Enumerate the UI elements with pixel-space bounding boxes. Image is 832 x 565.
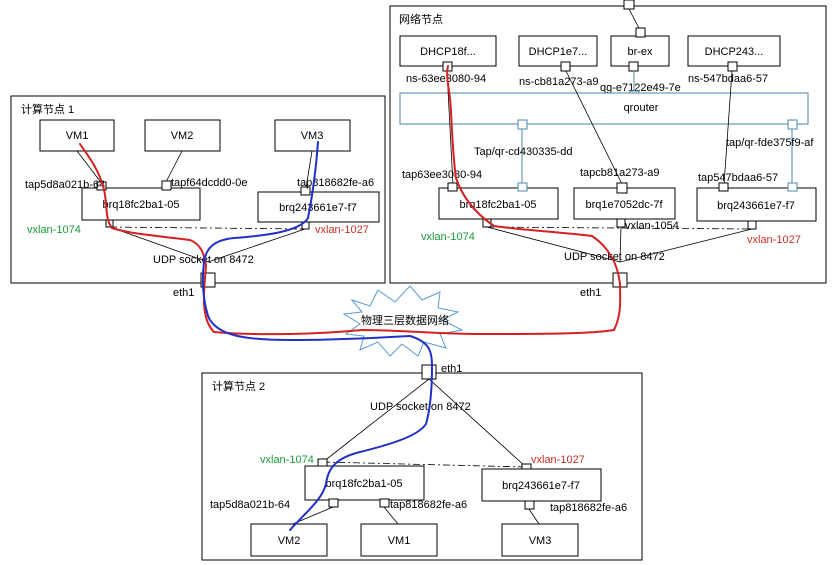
nn-udp-label: UDP socket on 8472 — [564, 251, 665, 263]
nn-tap547-port — [718, 182, 729, 192]
qrouter-box — [399, 92, 809, 125]
br-ex-box — [610, 35, 670, 67]
nn-vxlan1027-port — [747, 220, 757, 230]
c2-bridge-1074-label: brq18fc2ba1-05 — [325, 478, 402, 490]
c2-udp-label: UDP socket on 8472 — [370, 401, 471, 413]
c1-vm1-box — [39, 119, 115, 152]
c1-vm3-label: VM3 — [301, 130, 324, 142]
c1-vm2-box — [144, 119, 221, 152]
dhcp-3-label: DHCP243... — [705, 46, 764, 58]
dhcp-2-label: DHCP1e7... — [529, 46, 588, 58]
ns-3-label: ns-547bdaa6-57 — [688, 73, 768, 85]
c2-vm3-box — [501, 523, 579, 557]
qg-port — [628, 61, 639, 72]
c2-tap-vm1-port — [379, 498, 390, 508]
qg-label: qg-e7122e49-7e — [600, 82, 681, 94]
ns-3-port — [727, 61, 738, 72]
nn-vxlan1027-label: vxlan-1027 — [747, 234, 801, 246]
nn-tapqr2-port — [787, 182, 798, 192]
qr-2-label: tap/qr-fde375f9-af — [726, 137, 814, 149]
c1-eth1-label: eth1 — [173, 287, 194, 299]
c1-tap-vm1-label: tap5d8a021b-64 — [25, 179, 105, 191]
dhcp-1-box — [399, 35, 497, 67]
nn-tap63-port — [447, 182, 458, 192]
c1-vxlan1074-label: vxlan-1074 — [27, 224, 81, 236]
c1-tap-vm2-label: tapf64dcdd0-0e — [171, 177, 247, 189]
ns-2-port — [560, 61, 571, 72]
br-ex-uplink-port — [623, 0, 635, 10]
c2-tap-vm2-label: tap5d8a021b-64 — [210, 499, 290, 511]
nn-vxlan1054-label: vxlan-1054 — [625, 220, 679, 232]
c1-bridge-1074 — [81, 187, 201, 221]
blue-traffic-path — [201, 141, 433, 531]
nn-bridge-1074 — [438, 187, 559, 220]
c2-eth1-port — [421, 364, 437, 380]
c1-bridge-1027-label: brq243661e7-f7 — [279, 202, 357, 214]
nn-bridge-1027 — [696, 187, 817, 222]
br-ex-top-port — [635, 27, 646, 38]
qr-1-label: Tap/qr-cd430335-dd — [474, 146, 572, 158]
c2-tap-vm1-label: tap818682fe-a6 — [390, 499, 467, 511]
c2-eth1-label: eth1 — [441, 363, 462, 375]
c1-tap-vm2-port — [161, 180, 172, 191]
nn-eth1-label: eth1 — [580, 287, 601, 299]
dhcp-1-label: DHCP18f... — [420, 46, 476, 58]
c2-vxlan1027-label: vxlan-1027 — [531, 454, 585, 466]
c2-tap-vm3-label: tap818682fe-a6 — [550, 502, 627, 514]
nn-tap547-label: tap547bdaa6-57 — [698, 172, 778, 184]
qr-1-port — [517, 119, 528, 130]
c2-bridge-1074 — [304, 465, 425, 501]
c2-vm3-label: VM3 — [529, 535, 552, 547]
nn-bridge-1027-label: brq243661e7-f7 — [717, 200, 795, 212]
c2-vm2-label: VM2 — [278, 535, 301, 547]
c1-vm2-label: VM2 — [171, 130, 194, 142]
c1-tap-vm3-port — [300, 186, 311, 196]
ns-2-label: ns-cb81a273-a9 — [519, 76, 599, 88]
qrouter-label: qrouter — [624, 102, 659, 114]
physical-network-label: 物理三层数据网络 — [361, 313, 449, 327]
nn-vxlan1074-label: vxlan-1074 — [421, 231, 475, 243]
nn-tapcb-label: tapcb81a273-a9 — [580, 167, 660, 179]
c2-vxlan1074-label: vxlan-1074 — [260, 454, 314, 466]
c1-vm3-box — [274, 119, 351, 152]
nn-vxlan1054-port — [616, 218, 626, 228]
network-node-title: 网络节点 — [399, 12, 443, 26]
nn-bridge-1054-label: brq1e7052dc-7f — [585, 199, 663, 211]
c1-vm1-label: VM1 — [66, 130, 89, 142]
c2-tap-vm3-port — [524, 500, 535, 510]
qr-2-port — [787, 119, 798, 130]
c2-tap-vm2-port — [328, 498, 339, 508]
ns-1-label: ns-63ee3080-94 — [406, 73, 486, 85]
c2-vm2-box — [250, 523, 328, 557]
br-ex-label: br-ex — [627, 46, 653, 58]
nn-tap63-label: tap63ee3080-94 — [402, 169, 482, 181]
c2-bridge-1027 — [481, 468, 602, 502]
c1-tap-vm3-label: tap818682fe-a6 — [297, 177, 374, 189]
c1-bridge-1074-label: brq18fc2ba1-05 — [102, 199, 179, 211]
compute-node-2-title: 计算节点 2 — [212, 379, 265, 393]
nn-bridge-1074-label: brq18fc2ba1-05 — [459, 199, 536, 211]
c1-bridge-1027 — [257, 191, 380, 223]
dhcp-3-box — [687, 35, 781, 67]
dhcp-2-box — [518, 35, 598, 67]
nn-bridge-1054 — [573, 187, 676, 220]
c1-vxlan1027-label: vxlan-1027 — [315, 224, 369, 236]
compute-node-1-title: 计算节点 1 — [21, 102, 74, 116]
nn-tapcb-port — [616, 182, 628, 194]
c2-vm1-label: VM1 — [388, 535, 411, 547]
red-traffic-path — [79, 65, 622, 336]
c2-vm1-box — [360, 523, 438, 557]
c2-bridge-1027-label: brq243661e7-f7 — [502, 480, 580, 492]
nn-tapqr1-port — [517, 182, 528, 192]
